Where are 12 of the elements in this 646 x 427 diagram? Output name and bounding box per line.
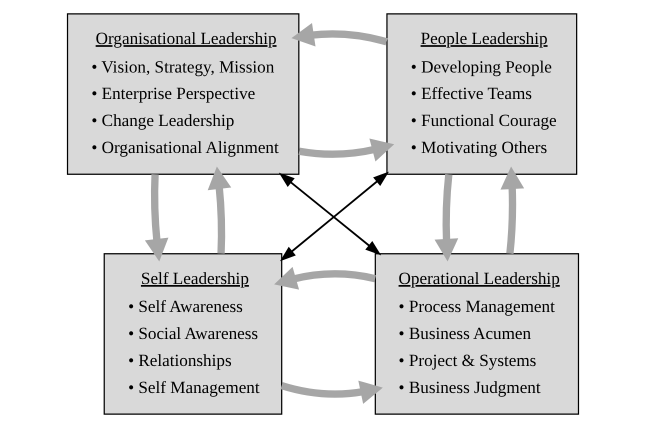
node-box: Self Leadership • Self Awareness • Social Awareness • Relationships • Self Management — [104, 252, 282, 414]
arrow — [291, 22, 388, 46]
arrow — [434, 173, 458, 261]
node-box: People Leadership • Developing People • Effective Teams • Functional Courage • Motivating Others — [386, 12, 578, 174]
arrow — [280, 380, 383, 404]
arrow — [298, 138, 394, 161]
arrow — [500, 166, 524, 254]
node-box: Organisational Leadership • Vision, Strategy, Mission • Enterprise Perspective • Change Leadership • Organisational Alignment — [66, 12, 300, 174]
arrow — [274, 266, 376, 290]
arrow — [208, 166, 232, 254]
node-box: Operational Leadership • Process Management • Business Acumen • Project & Systems • Business Judgment — [374, 252, 580, 414]
arrow — [144, 174, 168, 261]
